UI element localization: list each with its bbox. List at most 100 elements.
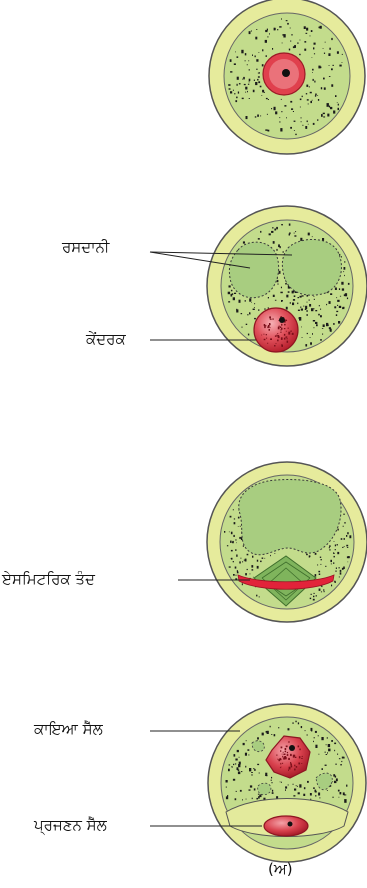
speckle [234,518,235,519]
speckle [305,126,307,129]
speckle [341,256,342,257]
speckle [239,537,241,539]
speckle [331,84,333,87]
speckle [334,750,335,751]
speckle [337,51,339,54]
speckle [243,241,245,243]
speckle [318,99,319,101]
speckle [291,108,293,110]
speckle [258,309,259,310]
speckle [275,300,277,301]
speckle [315,553,317,555]
speckle [284,324,286,326]
speckle [310,35,311,36]
speckle [317,119,318,120]
speckle [235,100,237,102]
speckle [243,77,245,80]
speckle [265,129,267,130]
speckle [231,550,233,552]
speckle [295,757,296,758]
speckle [337,102,338,103]
speckle [254,80,255,81]
speckle [288,291,290,293]
speckle [348,283,350,285]
speckle [281,782,282,783]
speckle [234,93,236,94]
speckle [233,779,235,781]
speckle [273,295,275,297]
speckle [232,542,233,543]
speckle [302,756,303,757]
speckle [334,581,335,583]
speckle [236,539,237,541]
speckle [309,556,310,558]
speckle [345,293,347,296]
speckle [241,771,242,772]
speckle [281,747,283,749]
speckle [312,72,313,73]
speckle [333,111,335,114]
speckle [233,764,234,765]
speckle [252,55,253,56]
speckle [330,107,332,109]
speckle [229,285,231,287]
speckle [313,79,314,81]
speckle [257,566,259,569]
speckle [347,298,348,300]
speckle [301,763,302,764]
speckle [329,65,330,66]
speckle [242,98,244,99]
speckle [249,79,251,81]
speckle [302,295,304,296]
speckle [339,577,340,578]
speckle [226,787,227,788]
label-generative-cell: ਪ੍ਰਜਣਨ ਸੈੱਲ [34,816,107,834]
speckle [342,54,343,55]
speckle [342,288,344,290]
speckle [299,749,300,751]
cell-2-vacuolated [150,206,367,366]
speckle [228,84,230,86]
speckle [298,722,299,724]
vegetative-cell-patch-2 [258,783,271,795]
speckle [337,529,338,531]
speckle [262,733,264,736]
speckle [335,776,336,778]
speckle [231,558,233,560]
speckle [290,127,292,129]
speckle [237,77,239,80]
vacuole-right [282,239,341,295]
speckle [323,48,324,49]
speckle [312,236,313,237]
speckle [234,754,236,757]
speckle [329,545,330,547]
speckle [258,238,260,240]
speckle [276,249,277,251]
speckle [240,558,241,559]
speckle [343,307,345,308]
speckle [321,114,323,117]
speckle [311,594,312,595]
speckle [264,324,266,326]
generative-nucleolus [288,822,293,827]
speckle [247,64,248,65]
speckle [269,329,271,331]
speckle [271,734,272,735]
speckle [314,43,316,45]
speckle [334,541,335,542]
speckle [333,562,334,564]
speckle [271,319,272,320]
speckle [327,103,329,107]
speckle [228,301,230,302]
speckle [302,96,303,97]
speckle [345,794,346,795]
speckle [300,107,301,108]
speckle [250,785,252,787]
speckle [276,755,277,756]
speckle [333,323,334,325]
speckle [260,86,262,88]
speckle [296,766,298,768]
speckle [269,324,271,326]
speckle [226,780,228,783]
speckle [295,721,296,723]
